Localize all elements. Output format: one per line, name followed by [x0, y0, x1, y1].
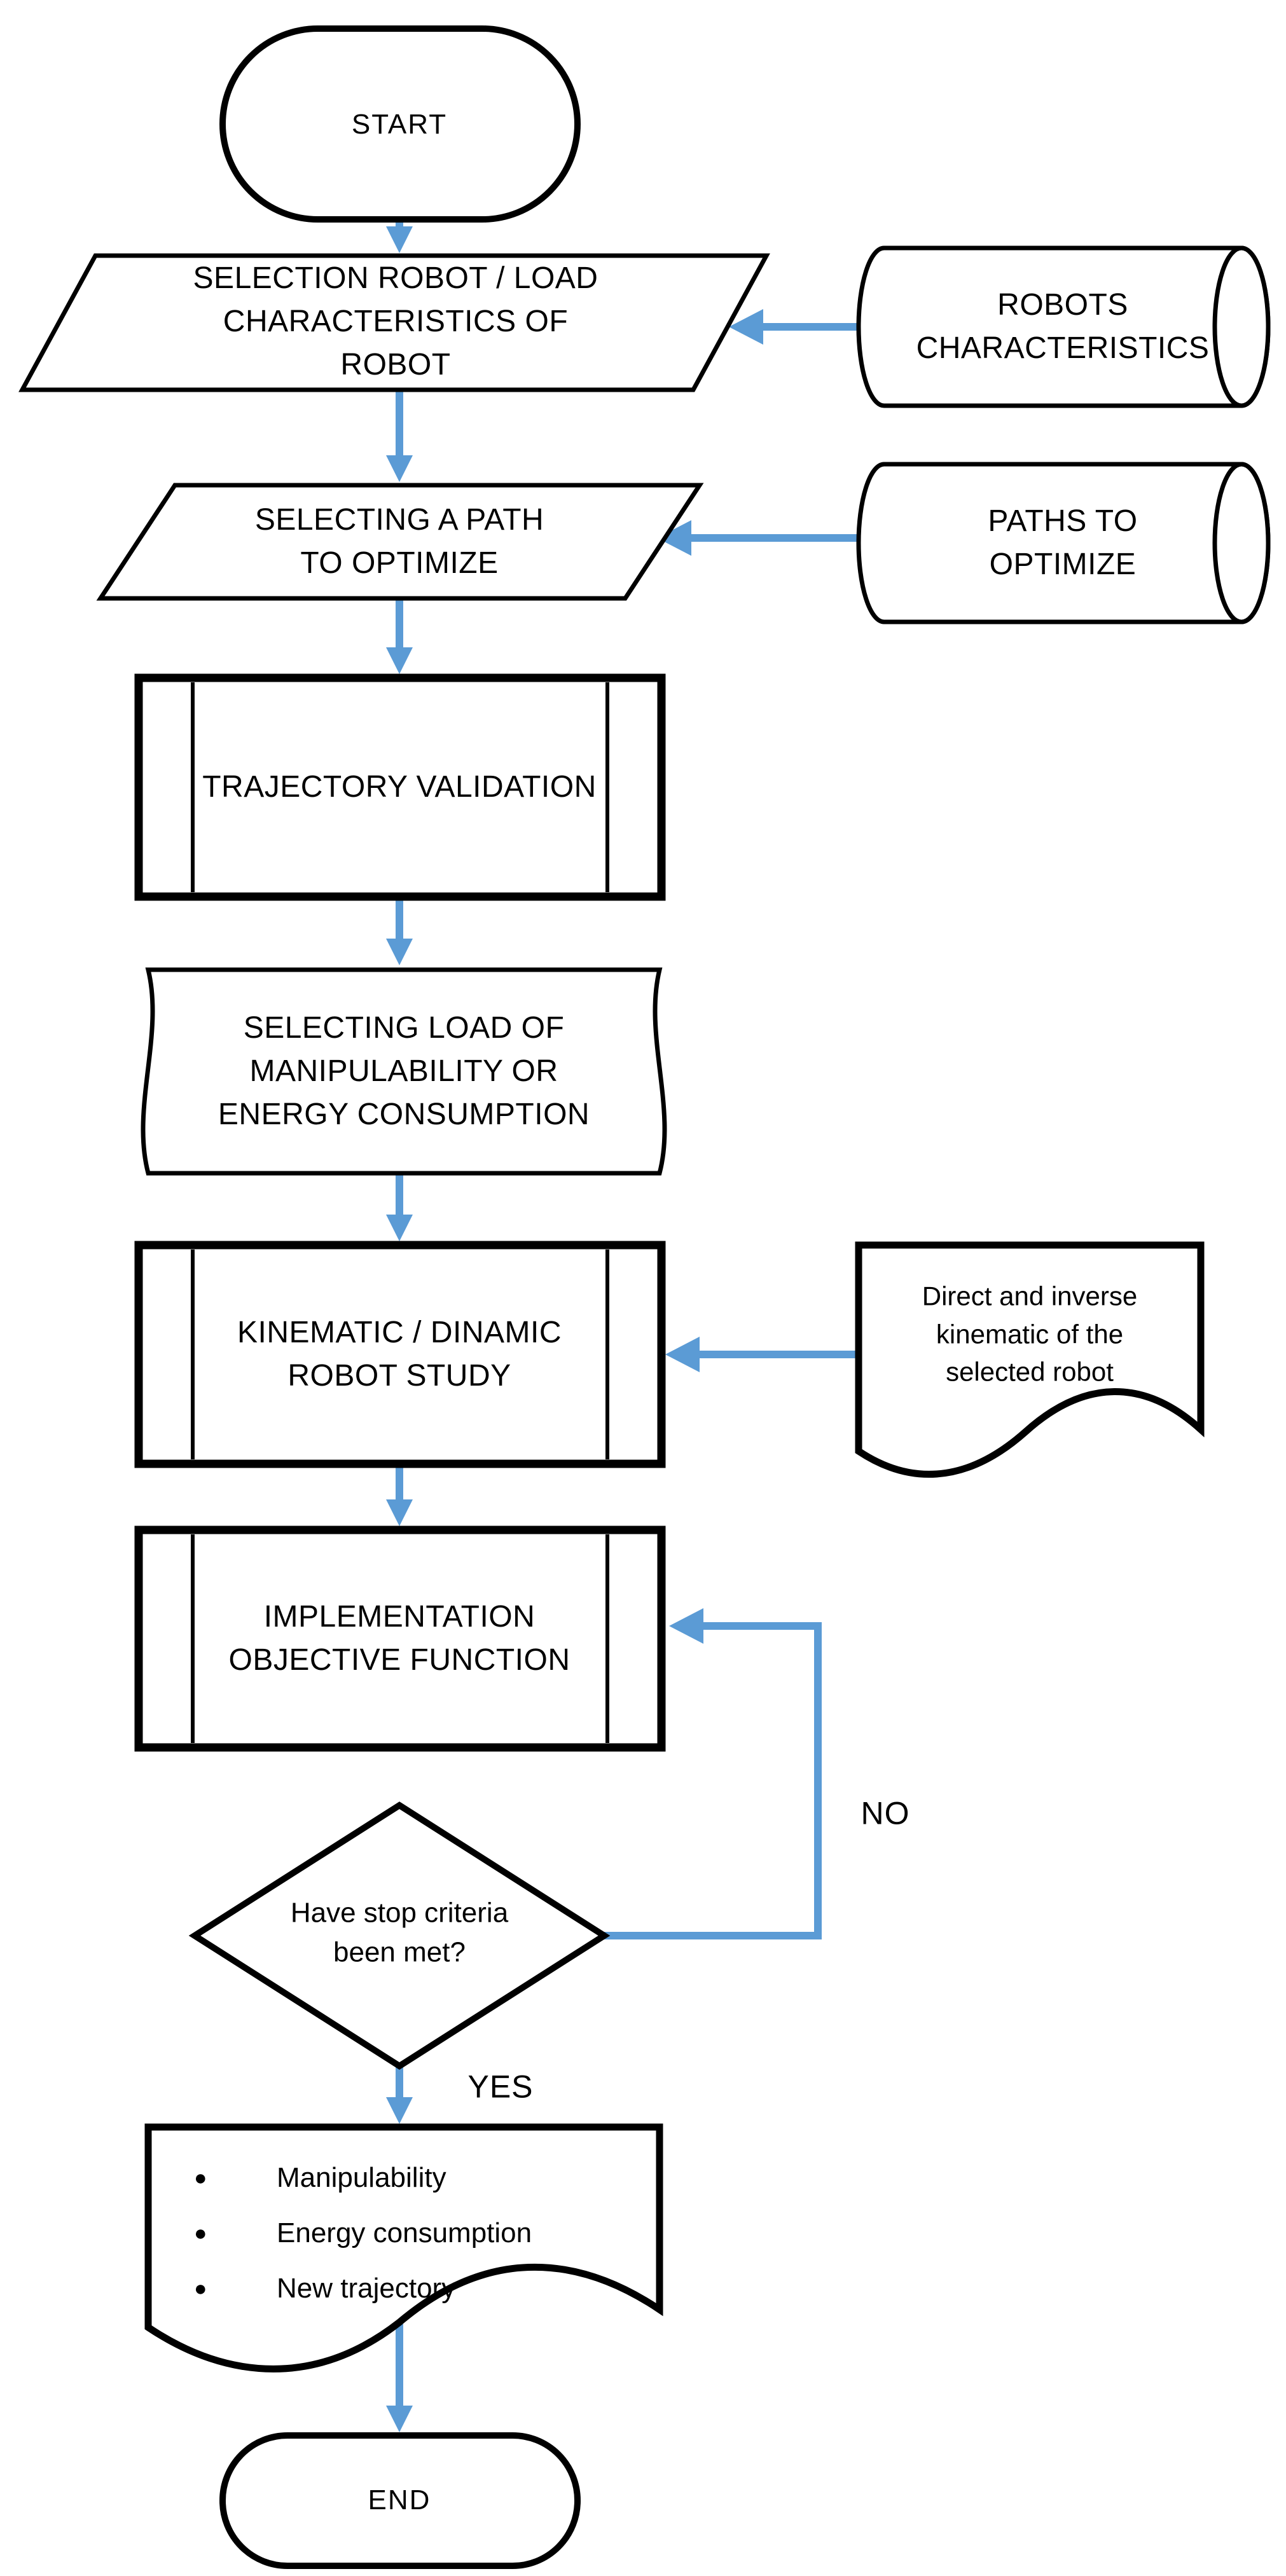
bullet-dot-icon: ● — [194, 2221, 207, 2245]
implementation-process-shape — [134, 1526, 666, 1752]
select-path-parallelogram-shape — [96, 483, 704, 601]
outputs-document-shape — [144, 2123, 663, 2373]
select-robot-parallelogram-shape — [18, 253, 770, 392]
kinematic-study-process-shape — [134, 1241, 666, 1468]
kinematic-doc-document-shape — [855, 1241, 1205, 1478]
output-item-new-trajectory: ● New trajectory — [165, 2273, 455, 2304]
selecting-load-label: SELECTING LOAD OF MANIPULABILITY OR ENER… — [218, 1010, 590, 1132]
output-item-label: Energy consumption — [277, 2217, 532, 2249]
edge-select-path-to-trajectory-validation — [386, 598, 413, 674]
paths-to-optimize-label: PATHS TO OPTIMIZE — [988, 504, 1138, 581]
start-terminator-shape — [219, 25, 581, 223]
output-item-label: Manipulability — [277, 2162, 446, 2193]
edge-selecting-load-to-kinematic-study — [386, 1174, 413, 1241]
start-label: START — [351, 108, 448, 140]
output-item-energy-consumption: ● Energy consumption — [165, 2217, 532, 2249]
kinematic-study-label: KINEMATIC / DINAMIC ROBOT STUDY — [237, 1315, 562, 1393]
bullet-dot-icon: ● — [194, 2165, 207, 2190]
edge-robots-characteristics-to-select-robot — [729, 309, 860, 345]
yes-branch-label: YES — [467, 2069, 534, 2105]
selecting-load-shape — [141, 967, 667, 1176]
edge-select-robot-to-select-path — [386, 390, 413, 482]
edge-start-to-select-robot — [386, 220, 413, 253]
end-label: END — [368, 2484, 431, 2516]
bullet-dot-icon: ● — [194, 2276, 207, 2301]
edge-stop-criteria-no-to-implementation — [602, 1608, 822, 1939]
stop-criteria-label: Have stop criteria been met? — [290, 1897, 509, 1968]
trajectory-validation-process-shape — [134, 673, 666, 901]
implementation-label: IMPLEMENTATION OBJECTIVE FUNCTION — [228, 1599, 570, 1677]
robots-characteristics-label: ROBOTS CHARACTERISTICS — [916, 287, 1210, 365]
edge-paths-to-optimize-to-select-path — [657, 520, 860, 556]
paths-to-optimize-cylinder-shape — [856, 462, 1271, 624]
edge-stop-criteria-yes-to-outputs — [386, 2066, 413, 2124]
select-robot-label: SELECTION ROBOT / LOAD CHARACTERISTICS O… — [193, 261, 598, 382]
output-item-manipulability: ● Manipulability — [165, 2162, 446, 2194]
edge-trajectory-validation-to-selecting-load — [386, 898, 413, 965]
robots-characteristics-cylinder-shape — [856, 245, 1271, 408]
edge-outputs-to-end — [386, 2324, 413, 2432]
stop-criteria-decision-shape — [188, 1801, 611, 2070]
trajectory-validation-label: TRAJECTORY VALIDATION — [202, 769, 597, 804]
edge-kinematic-doc-to-kinematic-study — [665, 1337, 856, 1372]
select-path-label: SELECTING A PATH TO OPTIMIZE — [254, 502, 544, 580]
output-item-label: New trajectory — [277, 2273, 456, 2304]
edge-kinematic-study-to-implementation — [386, 1465, 413, 1526]
no-branch-label: NO — [861, 1795, 910, 1831]
kinematic-doc-label: Direct and inverse kinematic of the sele… — [922, 1281, 1138, 1387]
end-terminator-shape — [219, 2432, 581, 2569]
